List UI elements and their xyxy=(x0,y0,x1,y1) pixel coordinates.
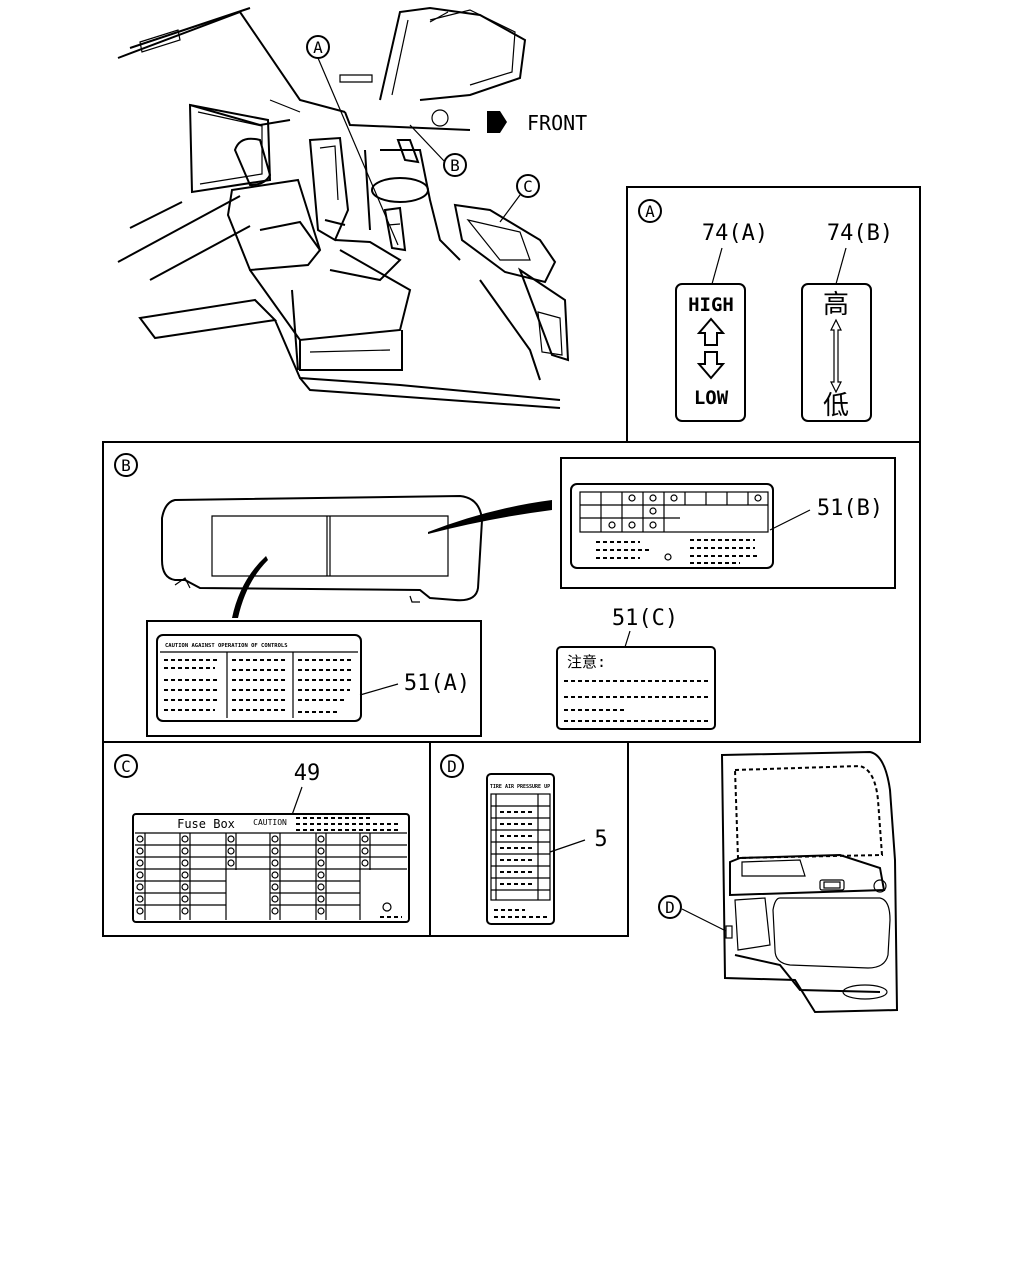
panel-a: A 74(A) 74(B) HIGH LOW 高 低 xyxy=(626,186,921,443)
panel-d: D TIRE AIR PRESSURE UP 5 xyxy=(429,741,629,937)
ref-49: 49 xyxy=(294,761,321,786)
svg-text:B: B xyxy=(121,456,131,475)
callout-b-overview: B xyxy=(443,153,467,177)
fuse-box-title: Fuse Box xyxy=(177,817,235,831)
label-51b-text-lines xyxy=(596,539,760,564)
ref-51a: 51(A) xyxy=(404,671,470,696)
high-jp-text: 高 xyxy=(823,290,849,320)
label-51c-caution: 注意: xyxy=(567,653,606,671)
ref-51c: 51(C) xyxy=(612,606,678,631)
tire-label-header: TIRE AIR PRESSURE UP xyxy=(490,784,550,790)
low-text: LOW xyxy=(694,387,729,409)
label-51b-icon-grid xyxy=(579,491,769,533)
door-illustration xyxy=(681,750,899,1014)
svg-text:D: D xyxy=(447,757,457,776)
ref-74a: 74(A) xyxy=(702,221,768,246)
cab-interior-illustration xyxy=(117,6,570,409)
high-text: HIGH xyxy=(688,294,734,316)
up-arrow-icon xyxy=(696,317,726,346)
ref-51b: 51(B) xyxy=(817,496,883,521)
sun-visor xyxy=(161,494,484,603)
label-51a-text-lines xyxy=(164,659,354,713)
pointer-to-51a xyxy=(232,556,268,618)
svg-text:B: B xyxy=(450,156,460,175)
fuse-caution: CAUTION xyxy=(253,818,287,827)
callout-d-door: D xyxy=(658,895,682,919)
svg-text:A: A xyxy=(313,38,323,57)
panel-b: B xyxy=(102,441,921,743)
ref-74b: 74(B) xyxy=(827,221,893,246)
callout-c-overview: C xyxy=(516,174,540,198)
svg-text:A: A xyxy=(645,202,655,221)
label-51a-header: CAUTION AGAINST OPERATION OF CONTROLS xyxy=(165,643,288,649)
front-arrow-icon xyxy=(487,111,507,133)
pointer-to-51b xyxy=(428,500,552,534)
front-label: FRONT xyxy=(527,111,587,135)
low-jp-text: 低 xyxy=(823,391,849,421)
fuse-grid xyxy=(135,833,407,920)
ref-5: 5 xyxy=(594,827,607,852)
callout-a-overview: A xyxy=(306,35,330,59)
panel-c: C 49 Fuse Box CAUTION xyxy=(102,741,431,937)
tire-label-rows xyxy=(491,805,550,891)
double-arrow-icon xyxy=(830,318,842,394)
overview-leader-lines xyxy=(317,57,521,246)
svg-text:D: D xyxy=(665,898,675,917)
svg-text:C: C xyxy=(121,757,131,776)
front-direction-indicator: FRONT xyxy=(487,111,587,135)
down-arrow-icon xyxy=(696,351,726,380)
svg-text:C: C xyxy=(523,177,533,196)
